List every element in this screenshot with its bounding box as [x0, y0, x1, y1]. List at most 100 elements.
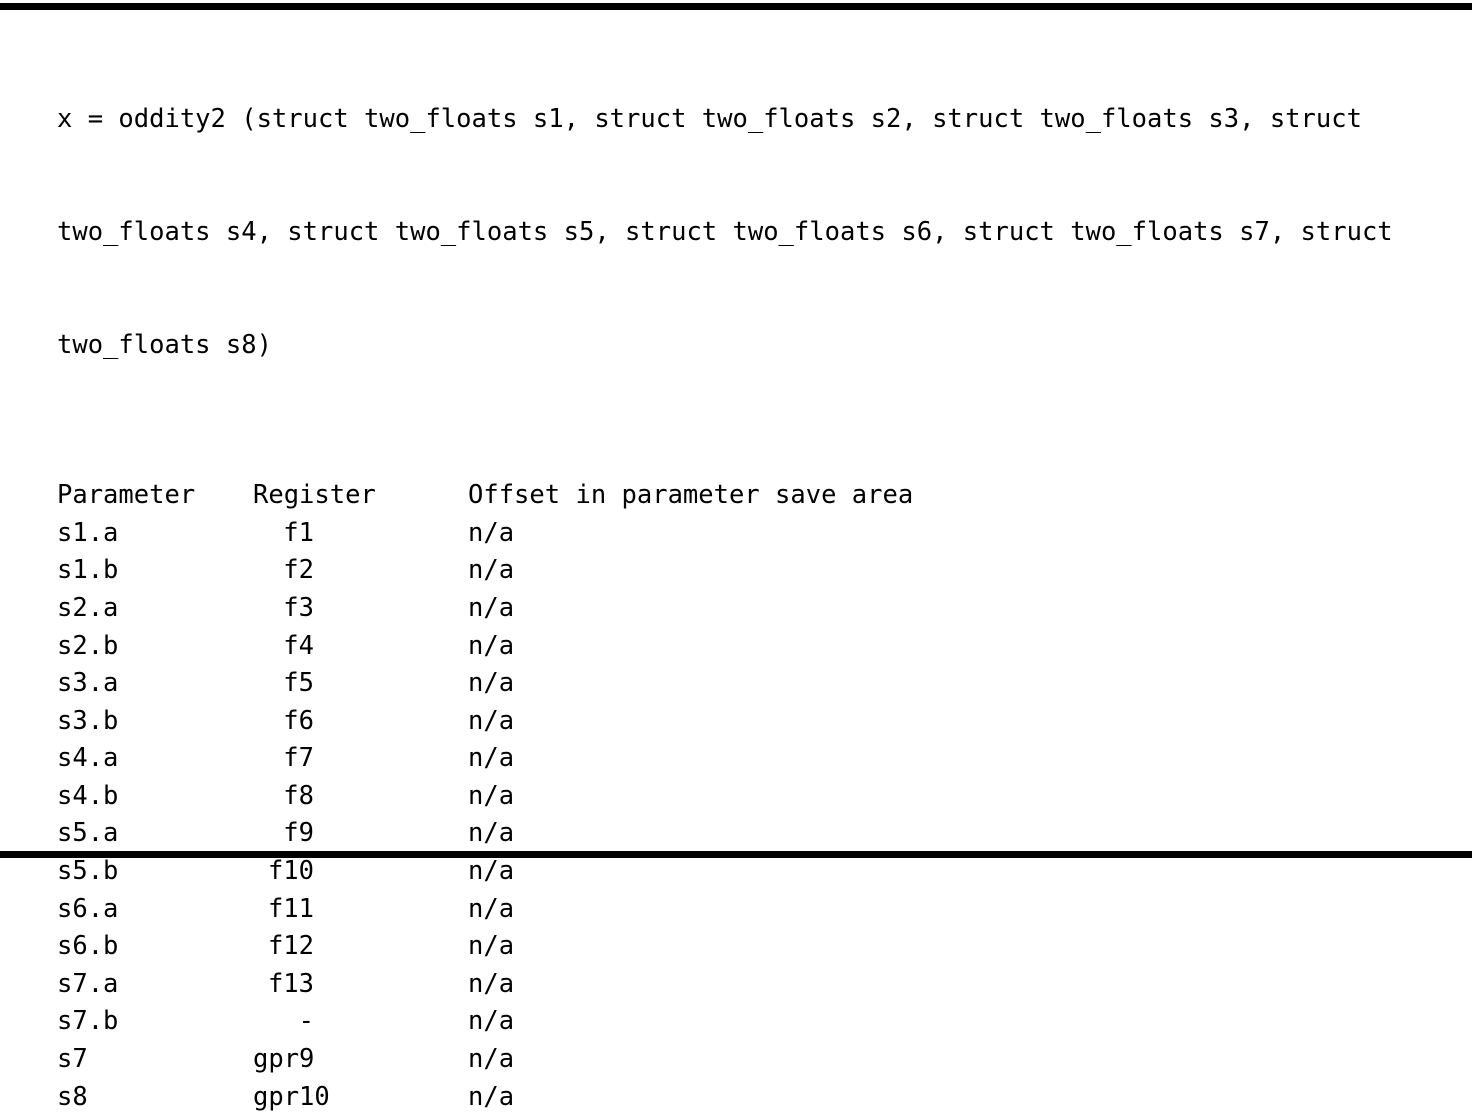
register-value: f9	[283, 818, 314, 849]
cell-offset: n/a	[468, 893, 515, 924]
register-value: gpr9	[253, 1044, 315, 1075]
register-pad: f5	[253, 665, 362, 703]
cell-parameter: s2.a	[57, 592, 119, 623]
register-value: -	[298, 1006, 314, 1037]
table-row: s4.a f7 n/a	[57, 740, 1168, 778]
cell-parameter: s7.b	[57, 1006, 119, 1037]
cell-parameter: s4.b	[57, 780, 119, 811]
cell-register: f1	[253, 515, 468, 553]
cell-offset: n/a	[468, 1006, 515, 1037]
header-register: Register	[253, 480, 376, 511]
table-header-row: Parameter Register Offset in parameter s…	[57, 477, 1168, 515]
cell-parameter: s7.a	[57, 968, 119, 999]
register-value: f7	[283, 743, 314, 774]
table-row: s7.a f13 n/a	[57, 966, 1168, 1004]
table-row: s2.a f3 n/a	[57, 590, 1168, 628]
register-value: f2	[283, 555, 314, 586]
cell-offset: n/a	[468, 517, 515, 548]
cell-offset: n/a	[468, 931, 515, 962]
register-value: f1	[283, 517, 314, 548]
signature-line-2: two_floats s4, struct two_floats s5, str…	[57, 216, 1393, 247]
register-pad: f11	[253, 891, 362, 929]
cell-offset: n/a	[468, 780, 515, 811]
register-value: f11	[267, 893, 314, 924]
cell-register: gpr9	[253, 1041, 468, 1079]
register-pad: f7	[253, 740, 362, 778]
register-value: gpr10	[253, 1081, 330, 1112]
cell-register: f10	[253, 853, 468, 891]
register-value: f6	[283, 705, 314, 736]
register-pad: f8	[253, 778, 362, 816]
function-signature: x = oddity2 (struct two_floats s1, struc…	[57, 26, 1457, 440]
register-pad: f4	[253, 628, 362, 666]
cell-parameter: s6.a	[57, 893, 119, 924]
table-row: s5.b f10 n/a	[57, 853, 1168, 891]
cell-offset: n/a	[468, 555, 515, 586]
cell-offset: n/a	[468, 1081, 515, 1112]
register-pad: f9	[253, 815, 362, 853]
cell-offset: n/a	[468, 668, 515, 699]
cell-parameter: s8	[57, 1081, 88, 1112]
cell-register: f8	[253, 778, 468, 816]
cell-offset: n/a	[468, 743, 515, 774]
register-pad: f1	[253, 515, 362, 553]
register-pad: gpr9	[253, 1041, 362, 1079]
cell-register: f3	[253, 590, 468, 628]
cell-offset: n/a	[468, 968, 515, 999]
bottom-rule	[0, 851, 1472, 858]
cell-parameter: s6.b	[57, 931, 119, 962]
register-pad: f13	[253, 966, 362, 1004]
cell-offset: n/a	[468, 592, 515, 623]
cell-parameter: s7	[57, 1044, 88, 1075]
cell-register: f2	[253, 552, 468, 590]
table-row: s8 gpr10 n/a	[57, 1079, 1168, 1116]
table-row: s6.b f12 n/a	[57, 928, 1168, 966]
table-row: s3.a f5 n/a	[57, 665, 1168, 703]
register-pad: f3	[253, 590, 362, 628]
register-value: f8	[283, 780, 314, 811]
cell-register: gpr10	[253, 1079, 468, 1116]
cell-register: f7	[253, 740, 468, 778]
cell-parameter: s1.a	[57, 517, 119, 548]
cell-parameter: s2.b	[57, 630, 119, 661]
cell-parameter: s5.b	[57, 856, 119, 887]
cell-register: f13	[253, 966, 468, 1004]
cell-offset: n/a	[468, 1044, 515, 1075]
cell-offset: n/a	[468, 818, 515, 849]
register-pad: f6	[253, 703, 362, 741]
register-value: f10	[267, 856, 314, 887]
cell-register: f11	[253, 891, 468, 929]
cell-offset: n/a	[468, 856, 515, 887]
cell-register: f6	[253, 703, 468, 741]
cell-register: f9	[253, 815, 468, 853]
register-pad: f2	[253, 552, 362, 590]
blank-line-spacer	[57, 440, 1457, 478]
table-row: s5.a f9 n/a	[57, 815, 1168, 853]
register-pad: f10	[253, 853, 362, 891]
cell-register: f12	[253, 928, 468, 966]
cell-parameter: s4.a	[57, 743, 119, 774]
register-pad: gpr10	[253, 1079, 362, 1116]
cell-parameter: s3.a	[57, 668, 119, 699]
parameter-register-table: Parameter Register Offset in parameter s…	[57, 477, 1168, 1116]
signature-line-3: two_floats s8)	[57, 329, 272, 360]
table-row: s7.b - n/a	[57, 1003, 1168, 1041]
table-row: s6.a f11 n/a	[57, 891, 1168, 929]
cell-parameter: s3.b	[57, 705, 119, 736]
cell-offset: n/a	[468, 705, 515, 736]
cell-register: f4	[253, 628, 468, 666]
register-value: f5	[283, 668, 314, 699]
signature-line-1: x = oddity2 (struct two_floats s1, struc…	[57, 104, 1362, 135]
table-row: s2.b f4 n/a	[57, 628, 1168, 666]
table-row: s4.b f8 n/a	[57, 778, 1168, 816]
cell-register: -	[253, 1003, 468, 1041]
register-value: f13	[267, 968, 314, 999]
table-row: s1.a f1 n/a	[57, 515, 1168, 553]
register-pad: -	[253, 1003, 362, 1041]
cell-parameter: s5.a	[57, 818, 119, 849]
register-value: f12	[267, 931, 314, 962]
register-pad: f12	[253, 928, 362, 966]
cell-offset: n/a	[468, 630, 515, 661]
cell-parameter: s1.b	[57, 555, 119, 586]
